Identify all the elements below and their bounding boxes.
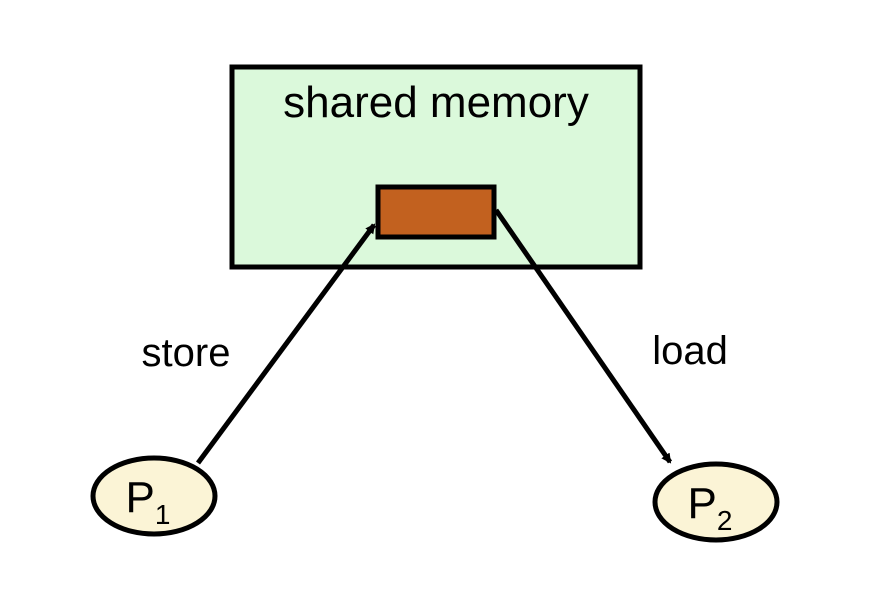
load-label: load bbox=[652, 329, 728, 373]
store-label: store bbox=[142, 331, 231, 375]
memory-cell bbox=[375, 184, 497, 240]
store-arrow bbox=[195, 223, 377, 465]
shared-memory-label: shared memory bbox=[283, 78, 589, 127]
processor-p1-letter: P bbox=[126, 473, 155, 522]
processor-p1-subscript: 1 bbox=[155, 499, 171, 530]
processor-p2-letter: P bbox=[688, 479, 717, 528]
processor-p2-label: P2 bbox=[688, 479, 733, 536]
processor-p2-subscript: 2 bbox=[717, 505, 733, 536]
processor-p1-label: P1 bbox=[126, 473, 171, 530]
processor-p1 bbox=[90, 455, 218, 537]
processor-p2 bbox=[652, 461, 780, 543]
load-arrow bbox=[493, 208, 673, 464]
